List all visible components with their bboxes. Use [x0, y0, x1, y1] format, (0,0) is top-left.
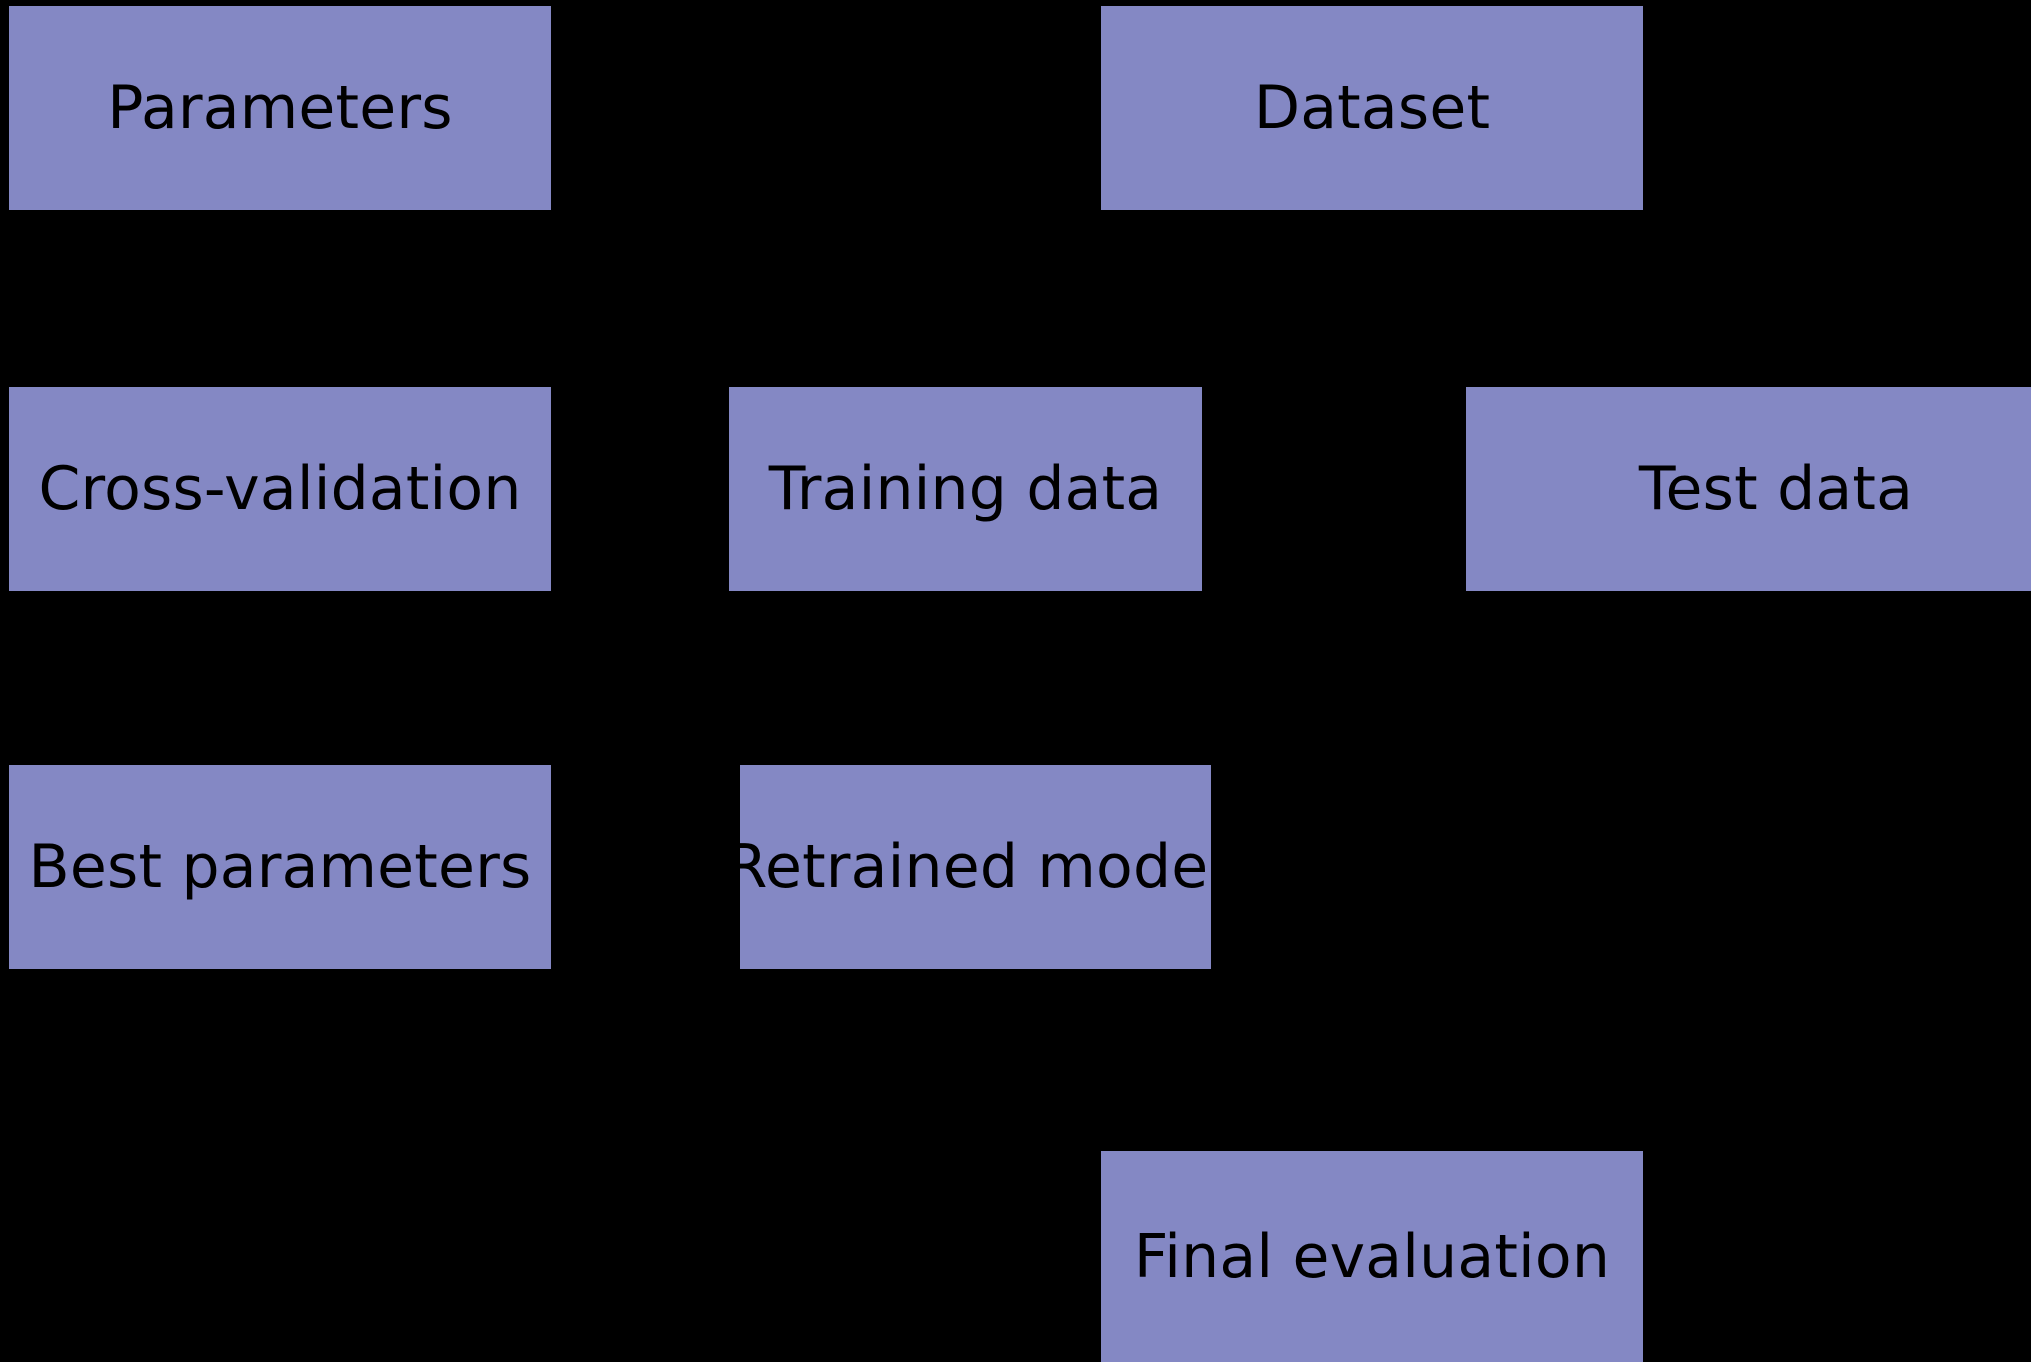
- node-retrained-model-label: Retrained model: [725, 832, 1226, 902]
- node-test-data-label: Test data: [1638, 454, 1914, 524]
- node-best-parameters[interactable]: Best parameters: [9, 765, 551, 969]
- node-training-data-label: Training data: [768, 454, 1163, 524]
- node-parameters[interactable]: Parameters: [9, 6, 551, 210]
- node-cross-validation[interactable]: Cross-validation: [9, 387, 551, 591]
- node-retrained-model[interactable]: Retrained model: [726, 765, 1225, 969]
- node-best-parameters-label: Best parameters: [28, 832, 532, 902]
- node-dataset[interactable]: Dataset: [1101, 6, 1643, 210]
- node-final-evaluation[interactable]: Final evaluation: [1101, 1151, 1643, 1362]
- node-final-evaluation-label: Final evaluation: [1133, 1221, 1611, 1292]
- node-training-data[interactable]: Training data: [729, 387, 1202, 591]
- node-parameters-label: Parameters: [107, 73, 453, 143]
- node-test-data[interactable]: Test data: [1466, 387, 2031, 591]
- node-cross-validation-label: Cross-validation: [38, 454, 522, 524]
- node-dataset-label: Dataset: [1253, 73, 1491, 143]
